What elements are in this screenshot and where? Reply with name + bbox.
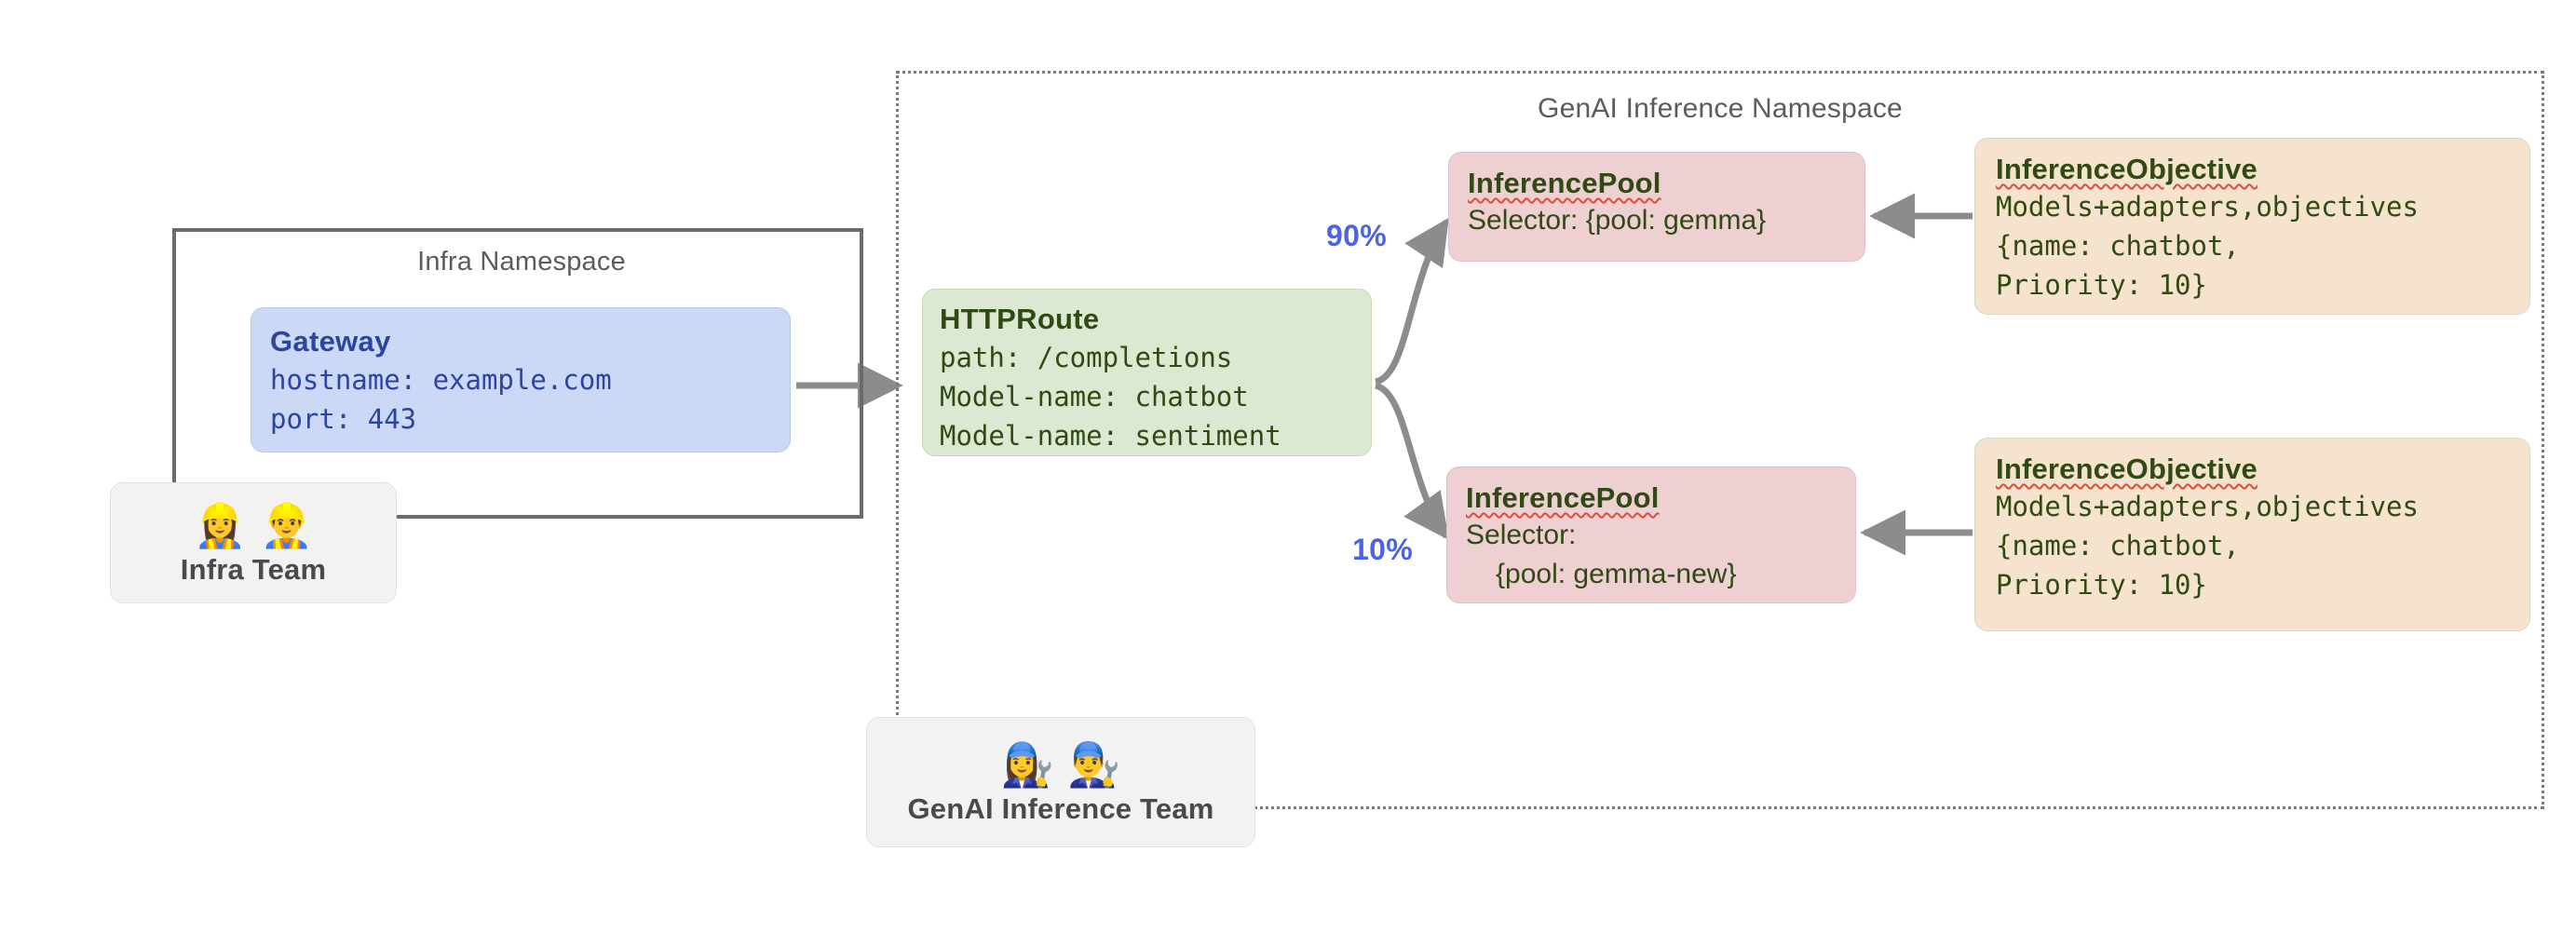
team-chip-infra[interactable]: 👷‍♀️👷‍♂️ Infra Team — [110, 482, 397, 603]
node-inferenceobjective-top-line-3: Priority: 10} — [1996, 269, 2207, 301]
namespace-genai-inference — [896, 71, 2544, 809]
node-inferencepool-gemma[interactable]: InferencePool Selector: {pool: gemma} — [1448, 152, 1865, 262]
team-chip-genai-inference-label: GenAI Inference Team — [907, 792, 1214, 825]
node-inferenceobjective-top-line-1: Models+adapters,objectives — [1996, 191, 2419, 223]
node-inferenceobjective-bottom[interactable]: InferenceObjective Models+adapters,objec… — [1974, 438, 2530, 631]
node-inferencepool-gemma-title: InferencePool — [1468, 167, 1661, 199]
node-inferenceobjective-bottom-line-1: Models+adapters,objectives — [1996, 491, 2419, 522]
construction-worker-icon: 👷‍♀️👷‍♂️ — [193, 500, 327, 550]
edge-label-90-percent: 90% — [1326, 219, 1387, 252]
namespace-genai-inference-title: GenAI Inference Namespace — [1538, 93, 1903, 124]
node-inferenceobjective-top[interactable]: InferenceObjective Models+adapters,objec… — [1974, 138, 2530, 315]
mechanic-icon: 👩‍🔧👨‍🔧 — [1000, 739, 1134, 790]
node-gateway[interactable]: Gateway hostname: example.com port: 443 — [251, 307, 791, 453]
node-gateway-line-1: hostname: example.com — [270, 364, 612, 396]
node-inferenceobjective-bottom-line-3: Priority: 10} — [1996, 569, 2207, 601]
node-inferencepool-gemma-new-title: InferencePool — [1466, 481, 1660, 514]
edge-label-10-percent: 10% — [1352, 533, 1413, 566]
node-inferenceobjective-top-title: InferenceObjective — [1996, 153, 2257, 185]
node-inferencepool-gemma-new-selector-value: {pool: gemma-new} — [1496, 559, 1737, 589]
namespace-infra: Infra Namespace — [172, 228, 863, 519]
node-inferenceobjective-top-line-2: {name: chatbot, — [1996, 230, 2240, 262]
node-gateway-line-2: port: 443 — [270, 403, 417, 435]
node-inferenceobjective-bottom-title: InferenceObjective — [1996, 453, 2257, 485]
node-httproute[interactable]: HTTPRoute path: /completions Model-name:… — [922, 289, 1372, 456]
node-gateway-title: Gateway — [270, 325, 391, 358]
node-httproute-line-1: path: /completions — [940, 342, 1233, 373]
node-httproute-title: HTTPRoute — [940, 303, 1100, 335]
namespace-infra-title: Infra Namespace — [417, 247, 626, 277]
node-inferencepool-gemma-new[interactable]: InferencePool Selector: {pool: gemma-new… — [1446, 466, 1856, 603]
node-httproute-line-2: Model-name: chatbot — [940, 381, 1249, 412]
team-chip-infra-label: Infra Team — [180, 553, 327, 586]
node-inferencepool-gemma-new-selector: Selector: — [1466, 520, 1577, 550]
node-inferenceobjective-bottom-line-2: {name: chatbot, — [1996, 530, 2240, 561]
node-httproute-line-3: Model-name: sentiment — [940, 420, 1281, 452]
node-inferencepool-gemma-selector: Selector: {pool: gemma} — [1468, 205, 1767, 236]
team-chip-genai-inference[interactable]: 👩‍🔧👨‍🔧 GenAI Inference Team — [866, 717, 1255, 847]
